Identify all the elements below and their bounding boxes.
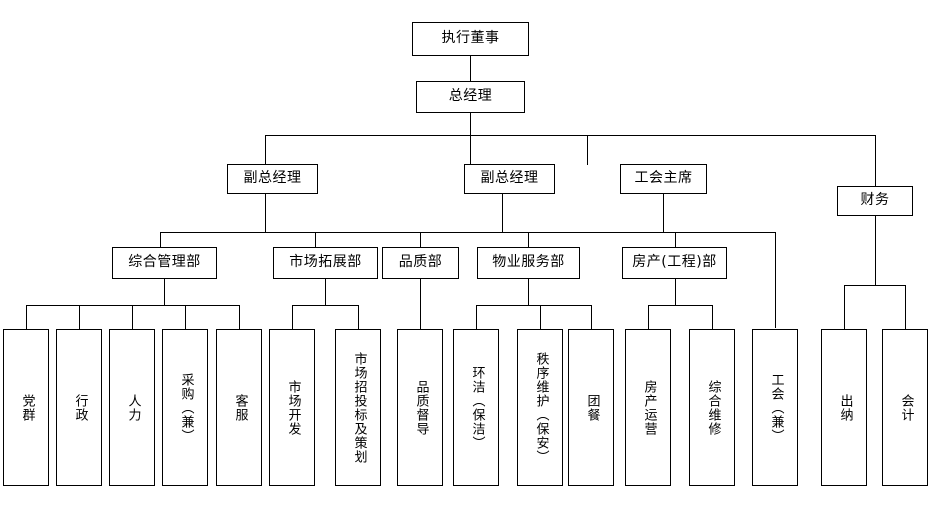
node-label: 副总经理 [480, 170, 539, 187]
node-customer-service[interactable]: 客服 [216, 329, 262, 486]
bus-level3 [265, 135, 876, 136]
node-label: 党群 [19, 393, 35, 422]
node-label: 秩序维护（保安） [533, 351, 549, 464]
connector-bus-to-union [587, 135, 588, 165]
node-label: 市场开发 [285, 379, 301, 436]
node-label: 总经理 [448, 88, 493, 105]
node-general-maintenance[interactable]: 综合维修 [689, 329, 735, 486]
connector-general-admin-drop [164, 278, 165, 305]
node-label: 团餐 [584, 393, 600, 422]
connector-property-service-drop [528, 278, 529, 305]
connector-bus-to-deputy2 [470, 135, 471, 165]
node-cleaning[interactable]: 环洁（保洁） [453, 329, 499, 486]
bus-market-dev-children [292, 305, 358, 306]
connector-gm-drop [470, 112, 471, 135]
node-label: 物业服务部 [492, 254, 565, 271]
bus-property-service-children [476, 305, 591, 306]
connector-bus-to-deputy1 [265, 135, 266, 165]
node-label: 副总经理 [243, 170, 302, 187]
node-label: 品质督导 [413, 379, 429, 436]
node-general-manager[interactable]: 总经理 [416, 81, 525, 113]
node-market-bidding-planning[interactable]: 市场招投标及策划 [335, 329, 381, 486]
node-dept-property-service[interactable]: 物业服务部 [477, 247, 580, 279]
node-accountant[interactable]: 会计 [882, 329, 928, 486]
connector-union-drop [663, 193, 664, 232]
node-procurement[interactable]: 采购（兼） [162, 329, 208, 486]
node-realestate-operation[interactable]: 房产运营 [625, 329, 671, 486]
node-dept-market-development[interactable]: 市场拓展部 [273, 247, 378, 279]
node-label: 工会（兼） [768, 372, 784, 443]
node-market-development-unit[interactable]: 市场开发 [269, 329, 315, 486]
node-quality-supervision[interactable]: 品质督导 [397, 329, 443, 486]
connector-to-general-maintenance [712, 305, 713, 329]
node-label: 行政 [72, 393, 88, 422]
node-dept-realestate-engineering[interactable]: 房产(工程)部 [622, 247, 727, 279]
node-label: 采购（兼） [178, 372, 194, 443]
connector-deputy1-drop [265, 193, 266, 232]
node-label: 执行董事 [441, 30, 500, 47]
connector-to-quality-supervision [420, 278, 421, 329]
node-label: 会计 [898, 393, 914, 422]
node-label: 综合维修 [705, 379, 721, 436]
node-label: 市场拓展部 [289, 254, 362, 271]
connector-to-group-meal [591, 305, 592, 329]
node-finance[interactable]: 财务 [837, 186, 913, 216]
connector-to-party-masses [26, 305, 27, 329]
connector-to-order-maintenance [540, 305, 541, 329]
connector-finance-drop [875, 215, 876, 285]
connector-to-cleaning [476, 305, 477, 329]
connector-realestate-eng-drop [675, 278, 676, 305]
connector-to-market-development [292, 305, 293, 329]
connector-market-dev-drop [325, 278, 326, 305]
node-label: 房产运营 [641, 379, 657, 436]
connector-to-realestate-operation [648, 305, 649, 329]
node-label: 工会主席 [634, 170, 693, 187]
connector-bus-to-finance [875, 135, 876, 187]
connector-bus-to-union-concurrent [775, 232, 776, 328]
node-human-resources[interactable]: 人力 [109, 329, 155, 486]
connector-to-procurement [185, 305, 186, 329]
connector-to-cashier [844, 285, 845, 329]
node-union-concurrent[interactable]: 工会（兼） [752, 329, 798, 486]
node-label: 房产(工程)部 [632, 254, 717, 271]
bus-departments [160, 232, 776, 233]
node-label: 综合管理部 [128, 254, 201, 271]
node-label: 出纳 [837, 393, 853, 422]
node-party-masses[interactable]: 党群 [3, 329, 49, 486]
node-label: 品质部 [398, 254, 443, 271]
node-label: 人力 [125, 393, 141, 422]
connector-to-administration [79, 305, 80, 329]
bus-finance-children [844, 285, 905, 286]
node-cashier[interactable]: 出纳 [821, 329, 867, 486]
node-deputy-general-manager-1[interactable]: 副总经理 [227, 164, 318, 194]
connector-to-market-bidding [358, 305, 359, 329]
node-label: 财务 [860, 192, 890, 209]
node-label: 市场招投标及策划 [351, 351, 367, 464]
node-dept-quality[interactable]: 品质部 [382, 247, 459, 279]
node-administration[interactable]: 行政 [56, 329, 102, 486]
node-executive-director[interactable]: 执行董事 [412, 22, 529, 56]
node-group-meal[interactable]: 团餐 [568, 329, 614, 486]
connector-to-customer-service [239, 305, 240, 329]
node-deputy-general-manager-2[interactable]: 副总经理 [464, 164, 555, 194]
node-label: 环洁（保洁） [469, 365, 485, 450]
node-union-chairman[interactable]: 工会主席 [620, 164, 707, 194]
connector-to-human-resources [132, 305, 133, 329]
connector-ed-to-gm [470, 55, 471, 82]
connector-to-accountant [905, 285, 906, 329]
node-order-maintenance[interactable]: 秩序维护（保安） [517, 329, 563, 486]
connector-deputy2-drop [502, 193, 503, 232]
node-label: 客服 [232, 393, 248, 422]
node-dept-general-admin[interactable]: 综合管理部 [112, 247, 217, 279]
bus-realestate-eng-children [648, 305, 712, 306]
